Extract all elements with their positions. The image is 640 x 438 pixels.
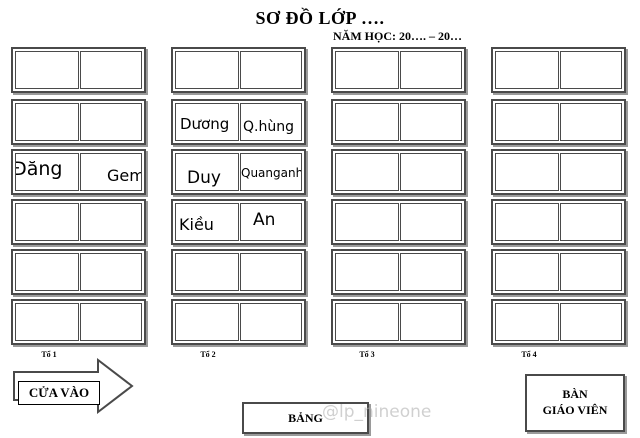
- seat: [175, 303, 239, 341]
- group-label: Tổ 3: [359, 350, 375, 359]
- seat: [175, 51, 239, 89]
- group-label: Tổ 4: [521, 350, 537, 359]
- door-label: CỬA VÀO: [18, 381, 100, 405]
- seat: [560, 253, 622, 291]
- seat: [240, 253, 302, 291]
- seat: Dương: [175, 103, 239, 141]
- seat: Kiều: [175, 203, 239, 241]
- desk: [331, 299, 466, 345]
- student-name: Dương: [180, 115, 230, 133]
- seat: [15, 203, 79, 241]
- group-label: Tổ 1: [41, 350, 57, 359]
- seat: [15, 253, 79, 291]
- student-name: Quanganh: [241, 166, 302, 180]
- desk: [331, 199, 466, 245]
- seat: [335, 203, 399, 241]
- seat: Duy: [175, 153, 239, 191]
- desk: Duy Quanganh: [171, 149, 306, 195]
- seat: [335, 253, 399, 291]
- teacher-desk: BÀN GIÁO VIÊN: [525, 374, 625, 432]
- student-name: Kiều: [179, 215, 214, 234]
- group-label: Tổ 2: [200, 350, 216, 359]
- seat: An: [240, 203, 302, 241]
- seat: [335, 153, 399, 191]
- desk: [11, 99, 146, 145]
- teacher-desk-line1: BÀN: [562, 387, 588, 401]
- seat: [335, 103, 399, 141]
- school-year: NĂM HỌC: 20…. – 20…: [333, 29, 462, 43]
- seat: [400, 103, 462, 141]
- seat: [15, 51, 79, 89]
- seat: [495, 303, 559, 341]
- teacher-desk-line2: GIÁO VIÊN: [542, 403, 608, 417]
- seat: Quanganh: [240, 153, 302, 191]
- desk: [331, 47, 466, 93]
- seat: [495, 153, 559, 191]
- seat: [15, 103, 79, 141]
- desk: [171, 299, 306, 345]
- desk: [491, 249, 626, 295]
- seat: [400, 303, 462, 341]
- desk: [491, 149, 626, 195]
- seat: [560, 153, 622, 191]
- desk: [331, 99, 466, 145]
- seat: [495, 51, 559, 89]
- desk: Đăng Gem: [11, 149, 146, 195]
- desk: [171, 249, 306, 295]
- desk: [331, 149, 466, 195]
- desk: Kiều An: [171, 199, 306, 245]
- desk: [171, 47, 306, 93]
- desk: [11, 47, 146, 93]
- desk: [11, 249, 146, 295]
- seat: [400, 203, 462, 241]
- seat: [80, 253, 142, 291]
- desk: [331, 249, 466, 295]
- seat: [400, 51, 462, 89]
- student-name: Q.hùng: [243, 119, 294, 135]
- desk: Dương Q.hùng: [171, 99, 306, 145]
- seat: [400, 153, 462, 191]
- desk: [491, 99, 626, 145]
- desk: [491, 47, 626, 93]
- seat: Q.hùng: [240, 103, 302, 141]
- seat: [560, 51, 622, 89]
- seat: [175, 253, 239, 291]
- seat: [400, 253, 462, 291]
- seat: [80, 103, 142, 141]
- page-title: SƠ ĐỒ LỚP ….: [255, 8, 385, 28]
- blackboard: BẢNG: [242, 402, 369, 434]
- desk: [11, 199, 146, 245]
- board-label: BẢNG: [288, 411, 323, 425]
- seat: [560, 103, 622, 141]
- desk: [491, 299, 626, 345]
- watermark: @lp_nineone: [322, 402, 432, 422]
- seat: [15, 303, 79, 341]
- seat: [335, 51, 399, 89]
- seat: [80, 51, 142, 89]
- seat: [240, 51, 302, 89]
- seat: [560, 303, 622, 341]
- seat: [335, 303, 399, 341]
- desk: [11, 299, 146, 345]
- seat: Đăng: [15, 153, 79, 191]
- seat: [495, 103, 559, 141]
- student-name: Đăng: [15, 158, 63, 180]
- seat: Gem: [80, 153, 142, 191]
- student-name: An: [253, 210, 276, 230]
- seat: [80, 303, 142, 341]
- student-name: Duy: [187, 168, 221, 188]
- student-name: Gem: [107, 166, 142, 185]
- seat: [240, 303, 302, 341]
- desk: [491, 199, 626, 245]
- seat: [560, 203, 622, 241]
- seat: [80, 203, 142, 241]
- seat: [495, 203, 559, 241]
- seat: [495, 253, 559, 291]
